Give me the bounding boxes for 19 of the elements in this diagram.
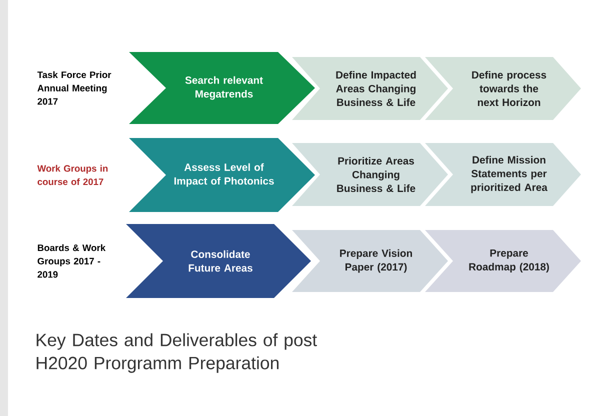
node-label: Define Impacted Areas Changing Business & Life — [336, 70, 416, 106]
node-label: Define Mission Statements per prioritized Area — [471, 156, 548, 194]
node-label: Prepare Vision Paper (2017) — [340, 249, 412, 273]
process-step: Prioritize Areas Changing Business & Life — [292, 143, 448, 206]
row-label: Boards & Work Groups 2017 - 2019 — [38, 244, 106, 278]
process-step: Define process towards the next Horizon — [425, 57, 581, 120]
process-step: Prepare Vision Paper (2017) — [292, 230, 448, 292]
process-step: Define Impacted Areas Changing Business & Life — [292, 57, 448, 120]
process-step: Prepare Roadmap (2018) — [425, 230, 581, 292]
node-label: Prioritize Areas Changing Business & Life — [337, 156, 416, 192]
process-step: Search relevant Megatrends — [129, 52, 315, 124]
process-step: Define Mission Statements per prioritized Area — [425, 143, 581, 206]
node-label: Define process towards the next Horizon — [472, 70, 546, 106]
process-step: Consolidate Future Areas — [126, 224, 311, 298]
caption: Key Dates and Deliverables of post H2020 Prorgramm Preparation — [36, 333, 317, 373]
process-step: Assess Level of Impact of Photonics — [129, 138, 315, 212]
node-label: Prepare Roadmap (2018) — [469, 249, 549, 273]
row-label: Work Groups in course of 2017 — [37, 164, 108, 186]
row-label: Task Force Prior Annual Meeting 2017 — [37, 71, 112, 105]
